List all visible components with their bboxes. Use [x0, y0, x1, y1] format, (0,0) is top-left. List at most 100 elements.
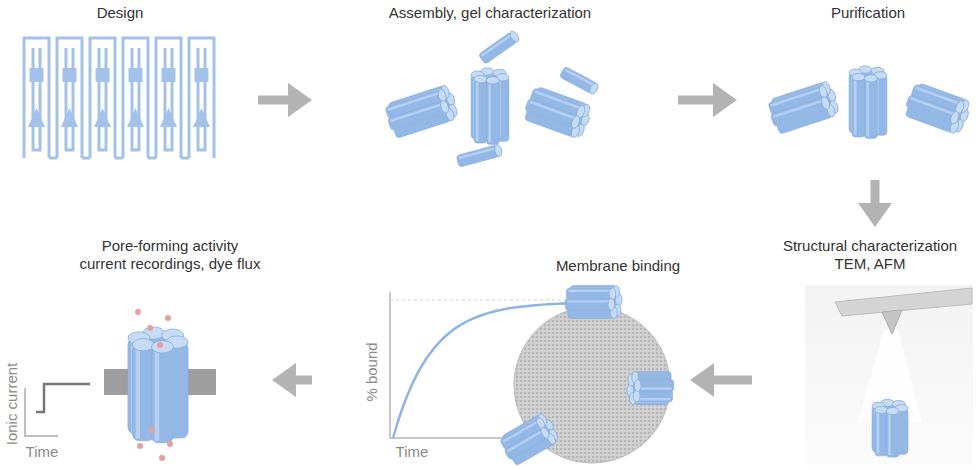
cylinder-end [949, 110, 960, 125]
cylinder-end [508, 30, 520, 44]
helix-bundle [524, 87, 591, 139]
helix-cylinder [504, 426, 551, 460]
pore-illustration [25, 309, 216, 461]
strand-path [99, 48, 106, 150]
stage-heading: Purification [831, 4, 905, 22]
cylinder-end [634, 380, 641, 392]
cylinder-end [493, 144, 503, 157]
helix-cylinder [633, 390, 672, 402]
helix-bundle [627, 371, 674, 404]
helix-cylinder [387, 100, 450, 131]
stage-heading: Assembly, gel characterization [389, 4, 591, 22]
stage-node: Structural characterization TEM, AFM [760, 235, 975, 468]
strand-path [165, 48, 172, 150]
cylinder-shine [640, 387, 672, 389]
stage-node: Design [10, 0, 250, 172]
axis-label: Time [396, 443, 429, 461]
assembly-illustration [385, 30, 600, 168]
strand-path [189, 38, 214, 158]
cylinder-end [539, 426, 551, 440]
square-mark [63, 68, 77, 82]
cylinder-shine [155, 349, 159, 441]
arrow-shaft [294, 376, 312, 385]
cylinder-shine [773, 99, 823, 118]
flow-arrow [258, 83, 312, 117]
stage-node: Purification [745, 0, 975, 172]
arrow-head [713, 83, 737, 117]
triangle-mark [94, 108, 111, 127]
square-mark [129, 68, 143, 82]
strand-path [90, 38, 115, 158]
afm-illustration [805, 285, 973, 465]
arrow-head [858, 203, 892, 227]
cylinder-end [486, 77, 499, 84]
helix-bundle [128, 327, 188, 443]
cylinder-body [486, 80, 499, 144]
cylinder-body [864, 78, 877, 138]
helix-cylinder [474, 75, 487, 143]
afm-tip [882, 310, 902, 334]
ion-dot [149, 427, 155, 433]
arrow-head [690, 363, 714, 397]
helix-cylinder [151, 341, 173, 443]
helix-bundle [385, 84, 459, 138]
cylinder-shine [476, 81, 479, 141]
cylinder-end [608, 298, 615, 310]
current-trace [36, 384, 90, 412]
arrow-shaft [258, 96, 290, 105]
flow-arrow [858, 180, 892, 227]
cylinder-body [456, 145, 500, 167]
stage-heading: Membrane binding [556, 257, 680, 275]
helix-cylinder [565, 298, 614, 310]
arrow-head [272, 363, 296, 397]
cylinder-body [525, 98, 578, 128]
square-mark [96, 68, 110, 82]
cylinder-body [151, 347, 173, 443]
helix-cylinder [559, 66, 599, 95]
triangle-mark [61, 108, 78, 127]
cylinder-shine [459, 147, 496, 159]
square-mark [162, 68, 176, 82]
helix-bundle [500, 412, 560, 465]
cylinder-body [387, 101, 446, 131]
triangle-mark [28, 108, 45, 127]
flow-arrow [272, 363, 312, 397]
arrow-shaft [871, 180, 880, 205]
cylinder-end [875, 406, 888, 413]
cylinder-end [609, 288, 616, 300]
helix-bundle [471, 68, 509, 145]
arrow-shaft [712, 376, 752, 385]
ion-dot [159, 455, 165, 461]
cylinder-shine [877, 412, 880, 454]
cylinder-body [637, 390, 673, 402]
cylinder-shine [866, 80, 869, 136]
stage-heading: Pore-forming activity current recordings… [78, 237, 262, 273]
ion-dot [147, 325, 153, 331]
cylinder-body [132, 345, 154, 441]
helix-cylinder [132, 339, 154, 441]
cylinder-shine [507, 430, 543, 452]
cylinder-body [886, 411, 899, 457]
cylinder-body [474, 79, 487, 143]
ion-dot [165, 315, 171, 321]
cylinder-shine [639, 398, 671, 400]
cylinder-shine [567, 300, 609, 302]
purification-illustration [768, 66, 970, 139]
cylinder-body [770, 97, 827, 127]
strand-path [66, 48, 73, 150]
stage-heading: Design [97, 4, 144, 22]
cylinder-end [439, 100, 450, 115]
ion-dot [167, 441, 173, 447]
cylinder-shine [854, 79, 857, 135]
cylinder-shine [910, 97, 954, 115]
arrow-shaft [678, 96, 715, 105]
strand-path [198, 48, 205, 150]
helix-bundle [565, 285, 622, 318]
strand-path [33, 48, 40, 150]
cantilever [835, 288, 972, 316]
cylinder-body [638, 380, 674, 392]
stage-node: Pore-forming activity current recordings… [5, 235, 264, 468]
